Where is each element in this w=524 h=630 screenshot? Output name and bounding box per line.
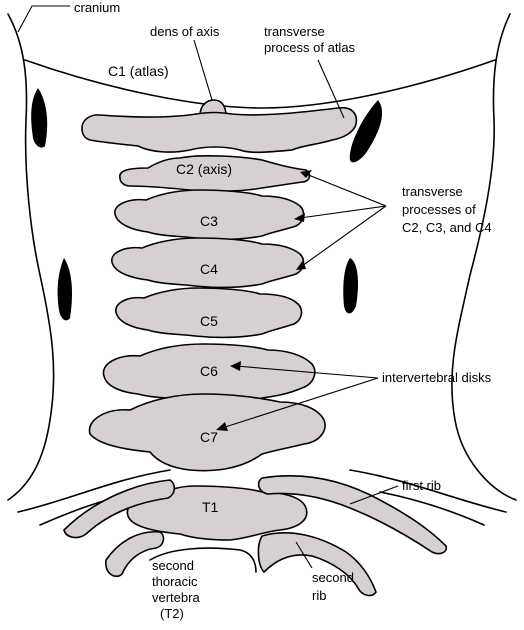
label-c1: C1 (atlas) [108, 63, 169, 79]
label-cranium: cranium [74, 0, 120, 15]
dens-of-axis [199, 99, 227, 117]
label-c4: C4 [200, 261, 218, 277]
label-t1: T1 [202, 499, 219, 515]
label-second-thoracic-3: vertebra [152, 590, 200, 605]
label-transverse-processes-2: processes of [402, 202, 476, 217]
vertebral-column [63, 99, 448, 597]
label-c3: C3 [200, 213, 218, 229]
vertebra-c2 [119, 155, 311, 193]
first-rib-right [257, 475, 448, 555]
label-c2: C2 (axis) [176, 161, 232, 177]
label-transverse-process-atlas-1: transverse [264, 24, 325, 39]
label-first-rib: first rib [402, 478, 441, 493]
label-intervertebral-disks: intervertebral disks [382, 370, 492, 385]
second-rib-left [105, 530, 165, 578]
leader-lines [17, 5, 399, 569]
vertebra-c1 [81, 106, 358, 154]
neck-outline [7, 13, 517, 526]
label-second-thoracic-4: (T2) [160, 606, 184, 621]
first-rib-left [63, 479, 176, 539]
vertebra-c7 [88, 393, 326, 472]
label-second-rib-2: rib [312, 588, 326, 603]
label-c6: C6 [200, 363, 218, 379]
label-second-rib-1: second [312, 570, 354, 585]
label-transverse-processes-1: transverse [402, 184, 463, 199]
label-dens-of-axis: dens of axis [150, 24, 220, 39]
second-rib-right [257, 532, 377, 597]
vertebra-labels: C1 (atlas) C2 (axis) C3 C4 C5 C6 C7 T1 [108, 63, 232, 515]
neck-pads [31, 88, 383, 321]
label-transverse-processes-3: C2, C3, and C4 [402, 220, 492, 235]
label-second-thoracic-2: thoracic [152, 574, 198, 589]
label-c5: C5 [200, 313, 218, 329]
label-c7: C7 [200, 429, 218, 445]
label-second-thoracic-1: second [152, 558, 194, 573]
vertebra-c5 [115, 287, 303, 339]
label-transverse-process-atlas-2: process of atlas [264, 40, 356, 55]
callout-labels: cranium dens of axis transverse process … [74, 0, 492, 621]
